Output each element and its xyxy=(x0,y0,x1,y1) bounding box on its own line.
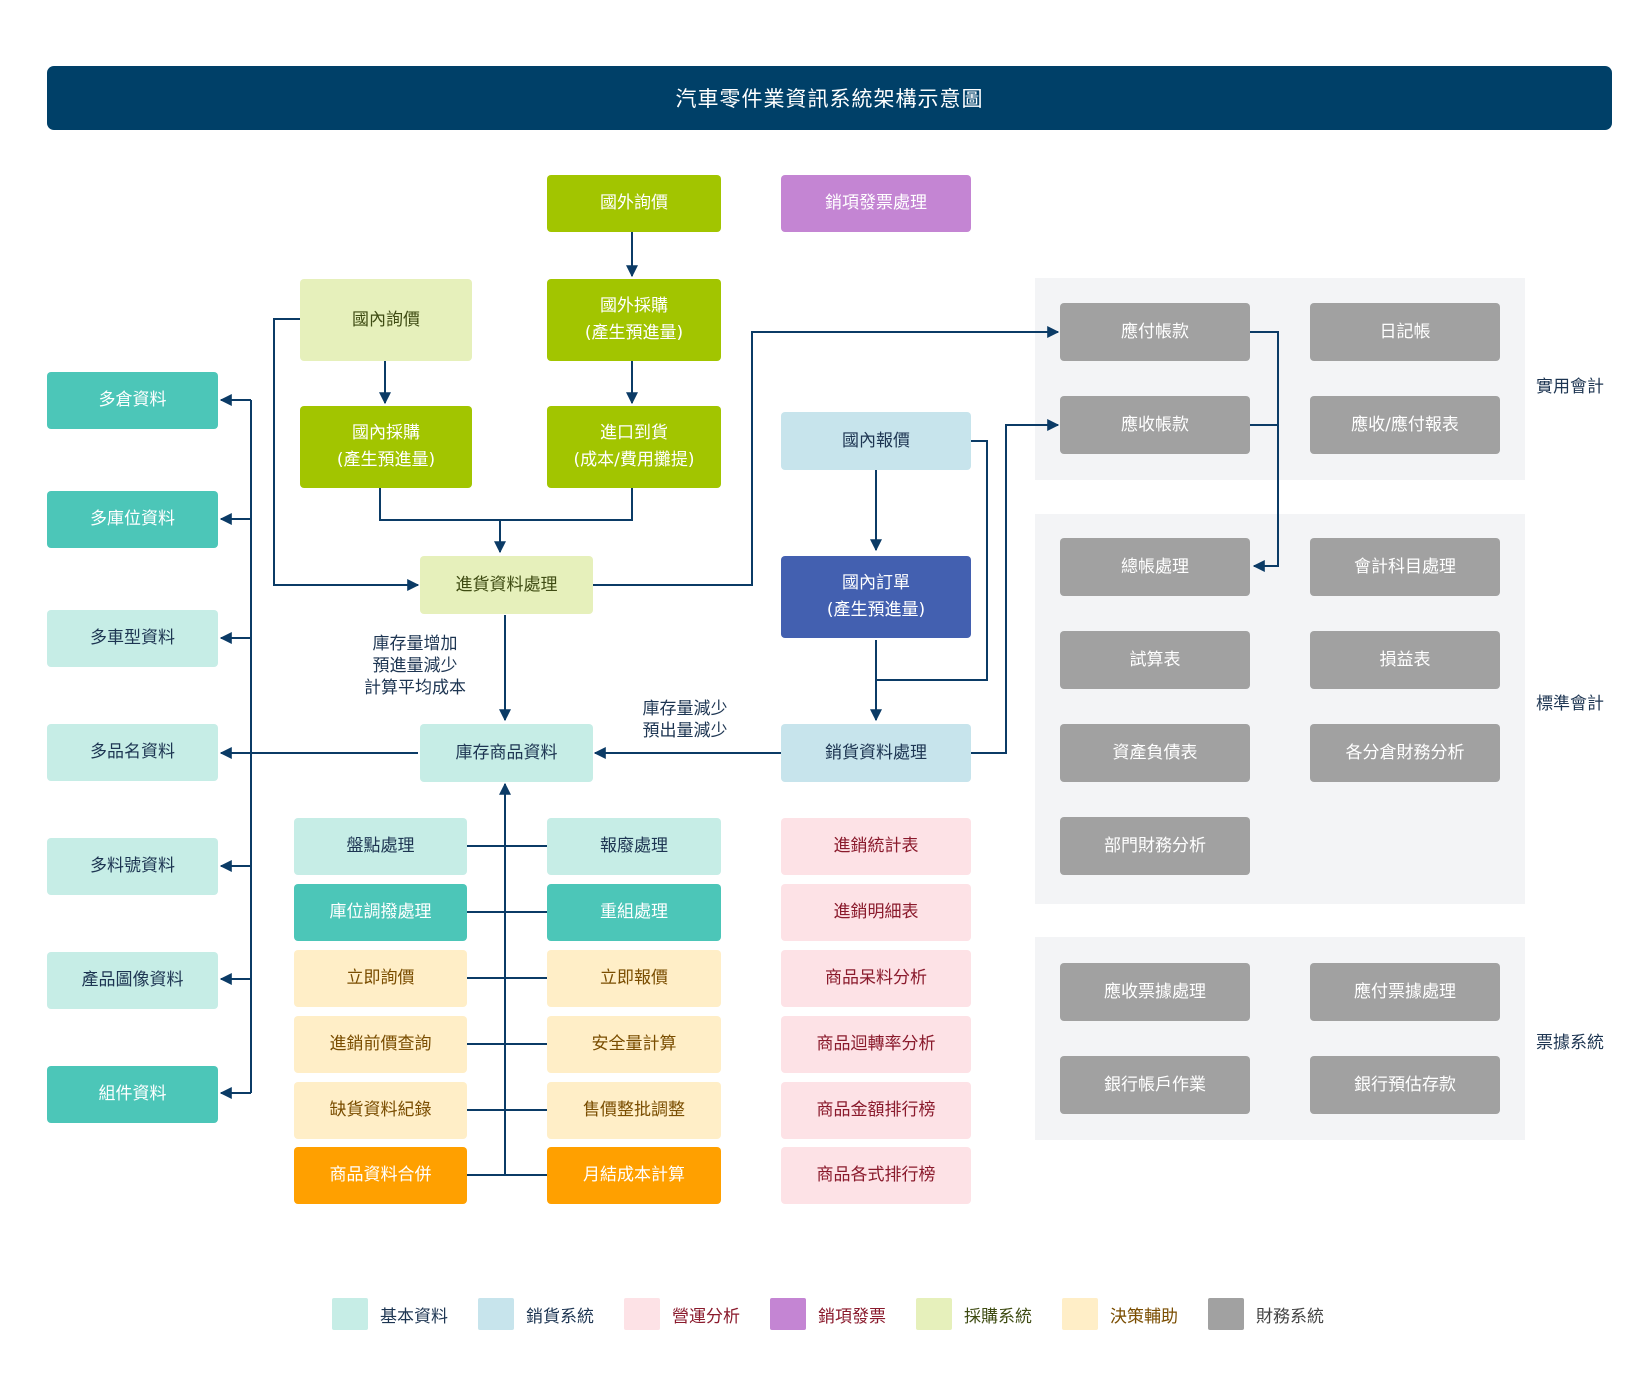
shipping-effects-note: 庫存量減少 預出量減少 xyxy=(642,699,728,741)
receiving-effects-note: 庫存量增加 預進量減少 計算平均成本 xyxy=(364,634,466,698)
instant-quote[interactable]: 立即報價 xyxy=(547,950,721,1007)
foreign-purchase[interactable]: 國外採購 (產生預進量) xyxy=(547,279,721,361)
ops-dead-stock[interactable]: 商品呆料分析 xyxy=(781,950,971,1007)
base-product-image[interactable]: 產品圖像資料 xyxy=(47,952,218,1009)
legend-item: 基本資料 xyxy=(332,1298,448,1330)
arrow-shipping-to-receivable xyxy=(971,419,1060,754)
domestic-inquiry[interactable]: 國內詢價 xyxy=(300,279,472,361)
ops-sales-statistics[interactable]: 進銷統計表 xyxy=(781,818,971,875)
base-location[interactable]: 多庫位資料 xyxy=(47,491,218,548)
foreign-purchase-sub: (產生預進量) xyxy=(584,323,684,343)
inventory-product-data[interactable]: 庫存商品資料 xyxy=(420,724,593,782)
general-ledger[interactable]: 總帳處理 xyxy=(1060,538,1250,596)
reassembly-processing[interactable]: 重組處理 xyxy=(547,884,721,941)
legend-label: 銷項發票 xyxy=(818,1306,886,1327)
domestic-purchase-label: 國內採購 xyxy=(351,423,420,443)
warehouse-financial-analysis[interactable]: 各分倉財務分析 xyxy=(1310,724,1500,782)
foreign-purchase-label: 國外採購 xyxy=(599,296,668,316)
department-financial-analysis[interactable]: 部門財務分析 xyxy=(1060,817,1250,875)
notes-system-label: 票據系統 xyxy=(1536,1033,1604,1053)
arrow-ledger xyxy=(1250,331,1279,572)
line-purchase-merge xyxy=(379,488,633,521)
base-part-number[interactable]: 多料號資料 xyxy=(47,838,218,895)
account-subject-processing[interactable]: 會計科目處理 xyxy=(1310,538,1500,596)
shortage-record[interactable]: 缺貨資料紀錄 xyxy=(294,1082,467,1139)
legend-label: 採購系統 xyxy=(964,1306,1032,1327)
bank-estimated-deposit[interactable]: 銀行預估存款 xyxy=(1310,1056,1500,1114)
base-warehouse[interactable]: 多倉資料 xyxy=(47,372,218,429)
domestic-order[interactable]: 國內訂單 (產生預進量) xyxy=(781,556,971,638)
line-quote-to-shipping xyxy=(876,440,988,681)
legend-item: 營運分析 xyxy=(624,1298,740,1330)
ops-turnover[interactable]: 商品迴轉率分析 xyxy=(781,1016,971,1073)
ar-ap-report[interactable]: 應收/應付報表 xyxy=(1310,396,1500,454)
legend-label: 財務系統 xyxy=(1256,1306,1324,1327)
legend-swatch xyxy=(916,1298,952,1330)
base-component[interactable]: 組件資料 xyxy=(47,1066,218,1123)
output-invoice-processing[interactable]: 銷項發票處理 xyxy=(781,175,971,232)
domestic-quote[interactable]: 國內報價 xyxy=(781,412,971,470)
legend-label: 營運分析 xyxy=(672,1306,740,1327)
legend-swatch xyxy=(332,1298,368,1330)
ops-amount-ranking[interactable]: 商品金額排行榜 xyxy=(781,1082,971,1139)
domestic-purchase[interactable]: 國內採購 (產生預進量) xyxy=(300,406,472,488)
trial-balance[interactable]: 試算表 xyxy=(1060,631,1250,689)
product-merge[interactable]: 商品資料合併 xyxy=(294,1147,467,1204)
domestic-purchase-sub: (產生預進量) xyxy=(336,450,436,470)
scrap-processing[interactable]: 報廢處理 xyxy=(547,818,721,875)
legend-swatch xyxy=(1062,1298,1098,1330)
import-arrival-sub: (成本/費用攤提) xyxy=(573,450,695,470)
notes-receivable[interactable]: 應收票據處理 xyxy=(1060,963,1250,1021)
legend-label: 銷貨系統 xyxy=(526,1306,594,1327)
receiving-processing[interactable]: 進貨資料處理 xyxy=(420,556,593,614)
journal[interactable]: 日記帳 xyxy=(1310,303,1500,361)
legend-item: 採購系統 xyxy=(916,1298,1032,1330)
balance-sheet[interactable]: 資產負債表 xyxy=(1060,724,1250,782)
arrow-receiving-to-payable xyxy=(593,326,1060,586)
bulk-price-adjust[interactable]: 售價整批調整 xyxy=(547,1082,721,1139)
stocktake-processing[interactable]: 盤點處理 xyxy=(294,818,467,875)
legend-swatch xyxy=(478,1298,514,1330)
domestic-order-label: 國內訂單 xyxy=(841,573,910,593)
diagram-title: 汽車零件業資訊系統架構示意圖 xyxy=(47,66,1612,130)
legend-label: 基本資料 xyxy=(380,1306,448,1327)
legend-item: 財務系統 xyxy=(1208,1298,1324,1330)
ops-sales-detail[interactable]: 進銷明細表 xyxy=(781,884,971,941)
location-transfer-processing[interactable]: 庫位調撥處理 xyxy=(294,884,467,941)
arrow-domestic-inquiry-to-receiving xyxy=(273,318,420,591)
income-statement[interactable]: 損益表 xyxy=(1310,631,1500,689)
legend-item: 決策輔助 xyxy=(1062,1298,1178,1330)
monthly-cost-calc[interactable]: 月結成本計算 xyxy=(547,1147,721,1204)
domestic-order-sub: (產生預進量) xyxy=(826,600,926,620)
practical-accounting-label: 實用會計 xyxy=(1536,377,1604,397)
accounts-receivable[interactable]: 應收帳款 xyxy=(1060,396,1250,454)
bank-account-operation[interactable]: 銀行帳戶作業 xyxy=(1060,1056,1250,1114)
legend-swatch xyxy=(770,1298,806,1330)
shipping-processing[interactable]: 銷貨資料處理 xyxy=(781,724,971,782)
instant-inquiry[interactable]: 立即詢價 xyxy=(294,950,467,1007)
legend-item: 銷項發票 xyxy=(770,1298,886,1330)
standard-accounting-label: 標準會計 xyxy=(1536,694,1604,714)
import-arrival[interactable]: 進口到貨 (成本/費用攤提) xyxy=(547,406,721,488)
previous-price-query[interactable]: 進銷前價查詢 xyxy=(294,1016,467,1073)
accounts-payable[interactable]: 應付帳款 xyxy=(1060,303,1250,361)
legend-label: 決策輔助 xyxy=(1110,1306,1178,1327)
base-vehicle-type[interactable]: 多車型資料 xyxy=(47,610,218,667)
legend-swatch xyxy=(624,1298,660,1330)
legend-swatch xyxy=(1208,1298,1244,1330)
foreign-inquiry[interactable]: 國外詢價 xyxy=(547,175,721,232)
legend-item: 銷貨系統 xyxy=(478,1298,594,1330)
safety-stock-calc[interactable]: 安全量計算 xyxy=(547,1016,721,1073)
import-arrival-label: 進口到貨 xyxy=(600,423,668,443)
ops-various-ranking[interactable]: 商品各式排行榜 xyxy=(781,1147,971,1204)
notes-payable[interactable]: 應付票據處理 xyxy=(1310,963,1500,1021)
base-product-name[interactable]: 多品名資料 xyxy=(47,724,218,781)
